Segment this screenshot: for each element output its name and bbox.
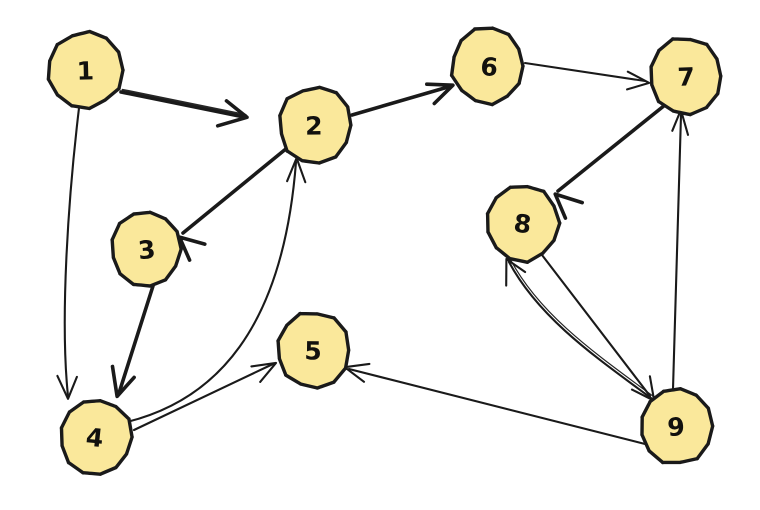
- graph-node-7[interactable]: 7: [649, 37, 723, 117]
- graph-node-5[interactable]: 5: [276, 311, 351, 390]
- node-label-2: 2: [305, 111, 323, 140]
- node-label-3: 3: [137, 235, 157, 265]
- edge-9-to-5: [343, 362, 647, 446]
- node-circle-6: [449, 26, 525, 107]
- edge-6-to-7: [523, 61, 651, 91]
- nodes-layer: 1 2 3 4 5 6 7 8 9: [46, 26, 723, 476]
- node-circle-5: [276, 311, 351, 390]
- edge-3-to-4: [110, 284, 155, 399]
- graph-node-6[interactable]: 6: [449, 26, 525, 107]
- graph-node-1[interactable]: 1: [46, 29, 125, 111]
- edge-4-to-5: [132, 361, 278, 432]
- edge-1-to-4: [56, 106, 81, 400]
- node-label-8: 8: [512, 209, 533, 240]
- node-label-6: 6: [479, 52, 499, 82]
- node-circle-8: [485, 184, 562, 265]
- graph-node-4[interactable]: 4: [59, 399, 134, 476]
- node-circle-7: [649, 37, 723, 117]
- edge-9-to-8: [505, 257, 658, 403]
- graph-node-9[interactable]: 9: [640, 387, 715, 465]
- node-circle-4: [59, 399, 134, 476]
- node-label-9: 9: [666, 412, 685, 442]
- node-label-5: 5: [304, 336, 322, 365]
- graph-node-8[interactable]: 8: [485, 184, 562, 265]
- node-circle-9: [640, 387, 715, 465]
- edge-1-to-2: [119, 88, 249, 128]
- node-circle-2: [278, 85, 353, 165]
- edge-2-to-3: [177, 146, 289, 262]
- graph-node-2[interactable]: 2: [278, 85, 353, 165]
- node-label-4: 4: [85, 423, 105, 454]
- edge-4-to-2: [125, 156, 307, 424]
- edge-2-to-6: [350, 82, 455, 117]
- edge-7-to-8: [553, 103, 667, 220]
- node-label-1: 1: [76, 56, 94, 85]
- node-circle-1: [46, 29, 125, 111]
- node-circle-3: [110, 210, 183, 288]
- graph-node-3[interactable]: 3: [110, 210, 183, 288]
- edge-9-to-7: [671, 108, 690, 391]
- edge-8-to-9: [540, 253, 656, 402]
- node-label-7: 7: [677, 62, 696, 92]
